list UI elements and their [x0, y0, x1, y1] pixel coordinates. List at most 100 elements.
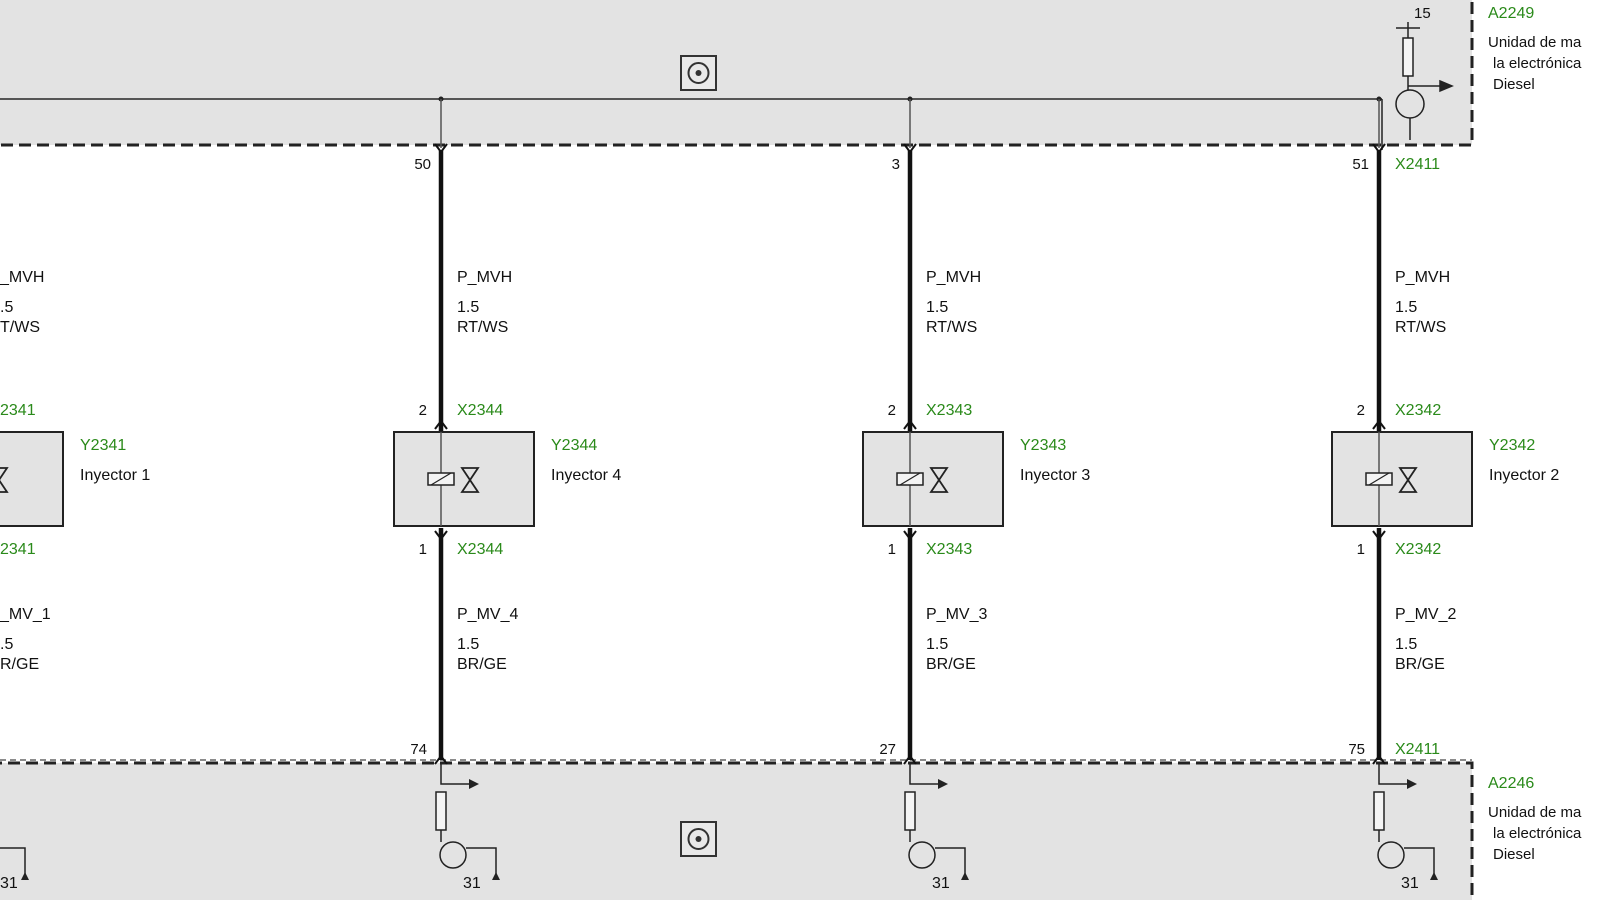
col4-driver-sense-line — [1378, 763, 1407, 785]
col4-wire-bottom-gauge: 1.5 — [1395, 636, 1418, 653]
col2-driver-sense-line — [440, 763, 469, 785]
top-module-box — [0, 0, 1474, 147]
col3-solenoid-slash — [899, 472, 921, 486]
bottom-module-desc-line-2: la electrónica — [1493, 825, 1582, 842]
col4-wire-top-gauge: 1.5 — [1395, 299, 1418, 316]
col4-driver-arrow-icon — [1407, 779, 1417, 789]
col4-injector-label: Inyector 2 — [1489, 467, 1560, 484]
col1-inj-top-connector: 2341 — [0, 402, 36, 419]
col3-wire-top-color: RT/WS — [926, 319, 978, 336]
col4-ground-arrow-icon — [1430, 872, 1438, 880]
col2-driver-transistor-icon — [439, 841, 467, 869]
col2-ground-label: 31 — [463, 875, 481, 892]
col3-driver-arrow-icon — [938, 779, 948, 789]
col1-wire-top-gauge: .5 — [0, 299, 14, 316]
col3-driver-sense-line — [909, 763, 938, 785]
bottom-module-symbol-icon — [680, 821, 717, 857]
col4-injector-box — [1331, 431, 1473, 527]
col2-connector-inj-top-icon — [434, 419, 448, 430]
col4-top-pin: 51 — [1352, 156, 1369, 173]
col3-wire-bottom-color: BR/GE — [926, 656, 976, 673]
col2-inj-bottom-connector: X2344 — [457, 541, 504, 558]
col1-ground-label: 31 — [0, 875, 18, 892]
col1-wire-top-signal: _MVH — [0, 269, 45, 286]
bottom-module-desc-line-3: Diesel — [1493, 846, 1535, 863]
col3-connector-top-icon — [903, 143, 917, 154]
col4-wire-top-color: RT/WS — [1395, 319, 1447, 336]
col3-injector-label: Inyector 3 — [1020, 467, 1091, 484]
col2-wire-bottom-signal: P_MV_4 — [457, 606, 519, 623]
col1-ground-line — [0, 847, 26, 880]
col4-inj-top-pin: 2 — [1356, 402, 1365, 419]
col3-inj-top-pin: 2 — [887, 402, 896, 419]
col4-inj-bottom-pin: 1 — [1356, 541, 1365, 558]
col4-bottom-pin: 75 — [1348, 741, 1365, 758]
col1-wire-top-color: T/WS — [0, 319, 40, 336]
col2-wire-top-gauge: 1.5 — [457, 299, 480, 316]
col3-driver-transistor-icon — [908, 841, 936, 869]
col2-inj-top-connector: X2344 — [457, 402, 504, 419]
col2-bottom-pin: 74 — [410, 741, 427, 758]
col3-injector-box — [862, 431, 1004, 527]
col1-injector-label: Inyector 1 — [80, 467, 151, 484]
col4-wire-bottom-signal: P_MV_2 — [1395, 606, 1457, 623]
col3-wire-top-gauge: 1.5 — [926, 299, 949, 316]
col3-connector-inj-top-icon — [903, 419, 917, 430]
col1-valve-icon — [0, 467, 9, 493]
col3-driver-resistor-icon — [904, 791, 916, 831]
col2-injector-id: Y2344 — [551, 437, 598, 454]
col4-wire-top-signal: P_MVH — [1395, 269, 1451, 286]
col3-inj-top-connector: X2343 — [926, 402, 973, 419]
col4-connector-inj-top-icon — [1372, 419, 1386, 430]
col3-bottom-pin: 27 — [879, 741, 896, 758]
col4-valve-icon — [1398, 467, 1418, 493]
top-module-desc-line-3: Diesel — [1493, 76, 1535, 93]
top-module-desc-line-1: Unidad de ma — [1488, 34, 1582, 51]
col3-ground-label: 31 — [932, 875, 950, 892]
terminal-15-supply-icon — [1381, 22, 1454, 150]
col2-ground-arrow-icon — [492, 872, 500, 880]
col1-inj-bottom-connector: 2341 — [0, 541, 36, 558]
bottom-module-id: A2246 — [1488, 775, 1535, 792]
col4-connector-top-icon — [1372, 143, 1386, 154]
col2-connector-top-icon — [434, 143, 448, 154]
col4-driver-transistor-icon — [1377, 841, 1405, 869]
col2-wire-top-signal: P_MVH — [457, 269, 513, 286]
top-module-desc-line-2: la electrónica — [1493, 55, 1582, 72]
col2-ground-line — [466, 847, 497, 880]
col4-wire-bottom-color: BR/GE — [1395, 656, 1445, 673]
top-module-symbol-icon — [680, 55, 717, 91]
col4-connector-bottom-icon — [1372, 754, 1386, 765]
top-module-id: A2249 — [1488, 5, 1535, 22]
col3-wire-bottom-signal: P_MV_3 — [926, 606, 988, 623]
col4-inj-bottom-connector: X2342 — [1395, 541, 1442, 558]
col2-wire-bottom-gauge: 1.5 — [457, 636, 480, 653]
bottom-module-box — [0, 761, 1474, 900]
col3-ground-arrow-icon — [961, 872, 969, 880]
col2-wire-top-color: RT/WS — [457, 319, 509, 336]
col1-injector-id: Y2341 — [80, 437, 127, 454]
col2-inj-top-pin: 2 — [418, 402, 427, 419]
col3-wire-top-signal: P_MVH — [926, 269, 982, 286]
col4-ground-line — [1404, 847, 1435, 880]
col1-injector-box — [0, 431, 64, 527]
terminal-15-label: 15 — [1414, 5, 1431, 22]
col2-top-pin: 50 — [414, 156, 431, 173]
col4-injector-id: Y2342 — [1489, 437, 1536, 454]
col2-solenoid-slash — [430, 472, 452, 486]
col3-ground-line — [935, 847, 966, 880]
col4-ground-label: 31 — [1401, 875, 1419, 892]
col3-top-pin: 3 — [891, 156, 900, 173]
col3-inj-bottom-connector: X2343 — [926, 541, 973, 558]
col2-wire-bottom-color: BR/GE — [457, 656, 507, 673]
col3-wire-bottom-gauge: 1.5 — [926, 636, 949, 653]
col3-valve-icon — [929, 467, 949, 493]
bottom-module-desc-line-1: Unidad de ma — [1488, 804, 1582, 821]
col2-injector-label: Inyector 4 — [551, 467, 622, 484]
col1-wire-bottom-gauge: .5 — [0, 636, 14, 653]
col2-injector-box — [393, 431, 535, 527]
col4-driver-resistor-icon — [1373, 791, 1385, 831]
col2-valve-icon — [460, 467, 480, 493]
col2-inj-bottom-pin: 1 — [418, 541, 427, 558]
